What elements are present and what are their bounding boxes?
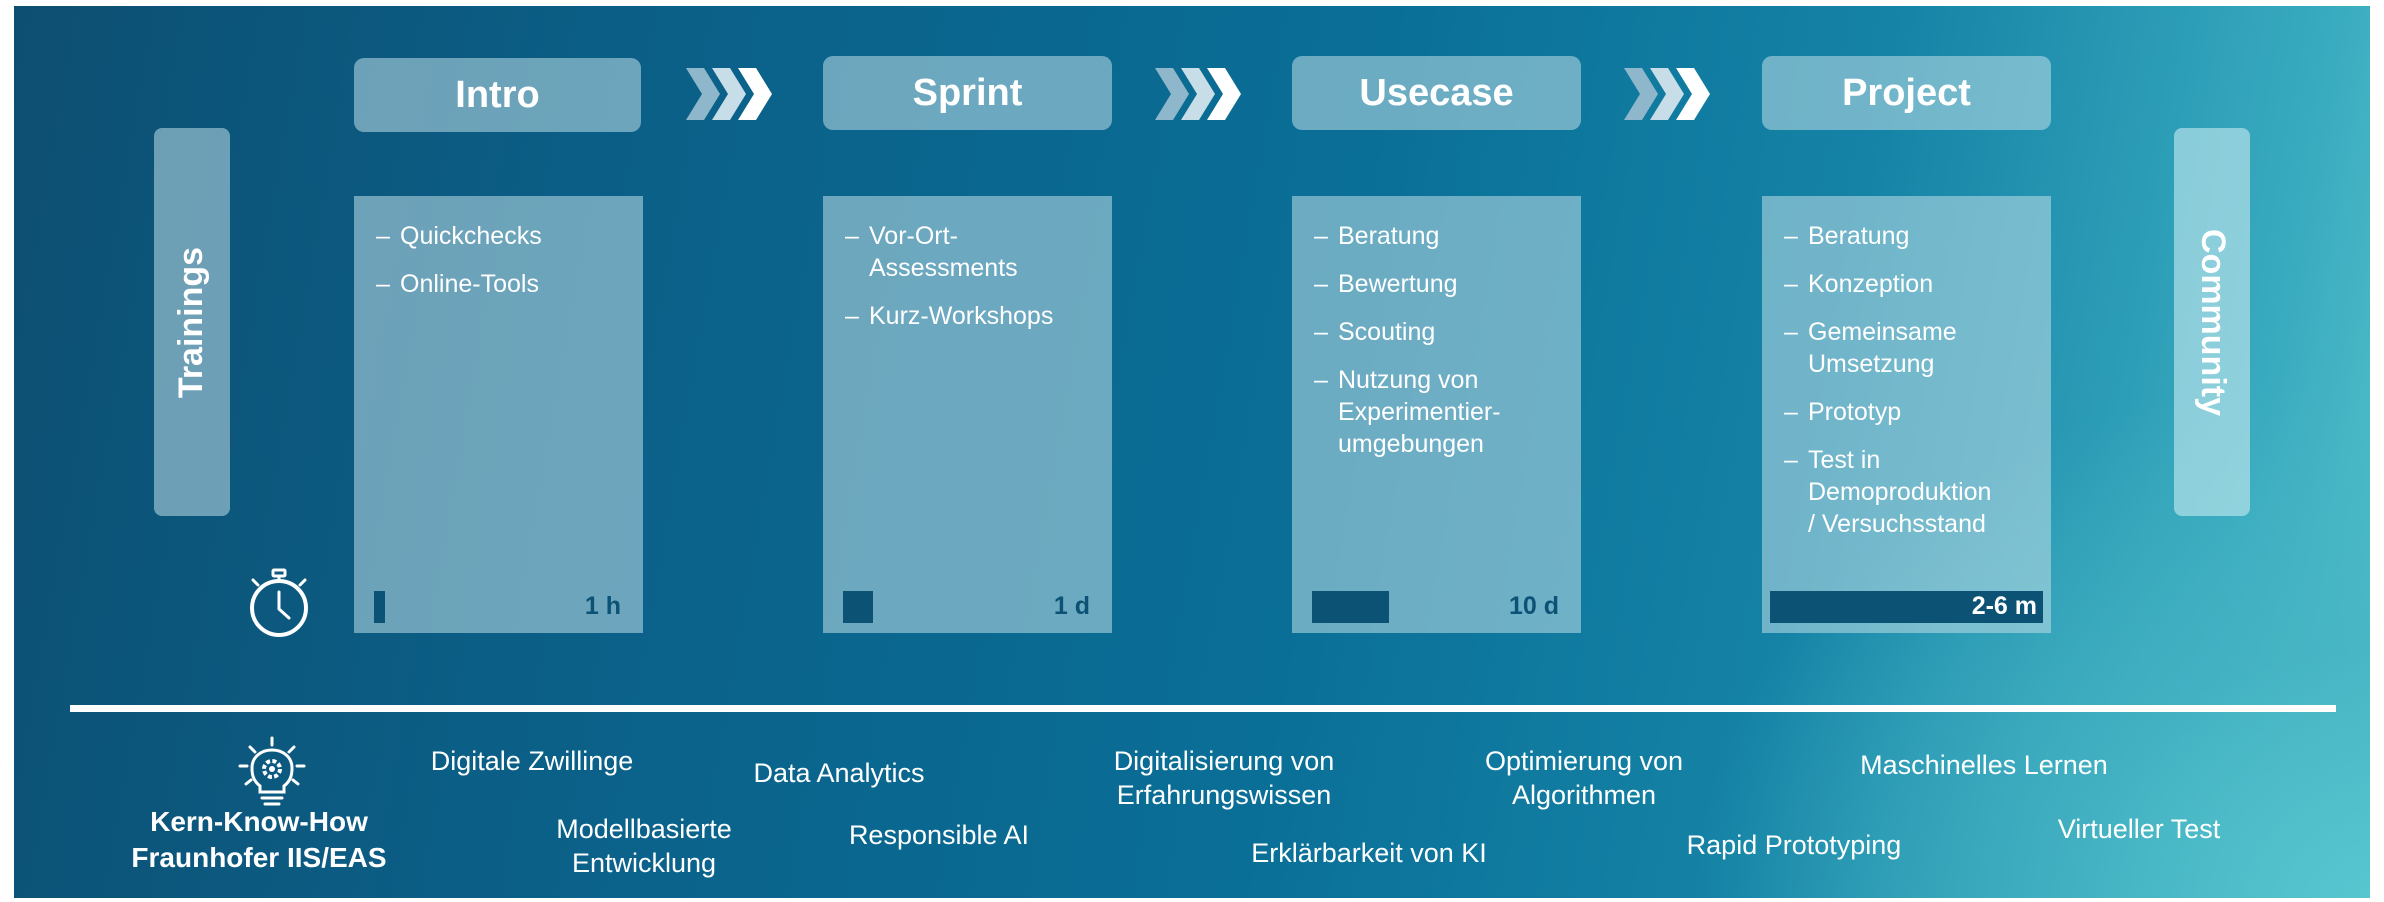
stage-panel-project: –Beratung –Konzeption –Gemeinsame Umsetz… <box>1762 196 2051 633</box>
stage-title: Sprint <box>912 71 1023 114</box>
list-item: –Beratung <box>1784 222 1910 250</box>
list-item: –Online-Tools <box>376 270 539 298</box>
stage-title: Intro <box>455 73 540 116</box>
list-item: –Kurz-Workshops <box>845 302 1054 330</box>
triple-chevron-icon <box>1155 68 1241 120</box>
list-item: –Nutzung von Experimentier- umgebungen <box>1314 366 1501 458</box>
list-item: –Vor-Ort- Assessments <box>845 222 1018 282</box>
stage-title: Usecase <box>1359 71 1514 114</box>
community-label: Community <box>2193 228 2232 416</box>
list-item: –Konzeption <box>1784 270 1934 298</box>
list-item: –Prototyp <box>1784 398 1902 426</box>
duration-bar <box>1312 591 1389 623</box>
topic-rapid-prototyping: Rapid Prototyping <box>1686 830 1902 860</box>
duration-label: 1 d <box>1053 592 1090 620</box>
stage-panel-sprint: –Vor-Ort- Assessments –Kurz-Workshops 1 … <box>823 196 1112 633</box>
list-item: –Test in Demoproduktion / Versuchsstand <box>1784 446 1992 538</box>
trainings-label: Trainings <box>172 246 211 398</box>
list-item: –Bewertung <box>1314 270 1458 298</box>
kern-line2: Fraunhofer IIS/EAS <box>131 842 387 873</box>
list-item: –Gemeinsame Umsetzung <box>1784 318 1957 378</box>
stage-title: Project <box>1842 71 1971 114</box>
topic-virtueller-test: Virtueller Test <box>2057 814 2221 844</box>
sidebar-trainings: Trainings <box>154 128 230 516</box>
duration-label: 2-6 m <box>1971 592 2037 620</box>
stage-item-list: –Beratung –Konzeption –Gemeinsame Umsetz… <box>1762 196 2051 540</box>
lightbulb-gear-icon <box>238 736 306 806</box>
sidebar-community: Community <box>2174 128 2250 516</box>
stage-item-list: –Quickchecks –Online-Tools <box>354 196 643 300</box>
stage-header-project: Project <box>1762 56 2051 130</box>
duration-label: 10 d <box>1508 592 1559 620</box>
duration-bar <box>843 591 873 623</box>
topic-optimierung: Optimierung von Algorithmen <box>1484 746 1684 810</box>
divider-line <box>70 705 2336 712</box>
topic-digitale-zwillinge: Digitale Zwillinge <box>430 746 634 776</box>
list-item: –Beratung <box>1314 222 1440 250</box>
topic-modellbasierte-entwicklung: Modellbasierte Entwicklung <box>556 814 732 878</box>
stage-item-list: –Vor-Ort- Assessments –Kurz-Workshops <box>823 196 1112 332</box>
topic-erklaerbarkeit: Erklärbarkeit von KI <box>1251 838 1487 868</box>
duration-bar <box>374 591 385 623</box>
kern-line1: Kern-Know-How <box>150 806 368 837</box>
stopwatch-icon <box>250 568 308 637</box>
diagram-canvas: Trainings Community Intro Sprint Usecase… <box>14 6 2370 898</box>
kern-know-how-label: Kern-Know-How Fraunhofer IIS/EAS <box>114 804 404 876</box>
duration-bar <box>1770 591 2043 623</box>
stage-panel-intro: –Quickchecks –Online-Tools 1 h <box>354 196 643 633</box>
triple-chevron-icon <box>686 68 772 120</box>
duration-label: 1 h <box>584 592 621 620</box>
topic-responsible-ai: Responsible AI <box>848 820 1030 850</box>
stage-header-usecase: Usecase <box>1292 56 1581 130</box>
stage-header-sprint: Sprint <box>823 56 1112 130</box>
list-item: –Quickchecks <box>376 222 542 250</box>
stage-panel-usecase: –Beratung –Bewertung –Scouting –Nutzung … <box>1292 196 1581 633</box>
stage-item-list: –Beratung –Bewertung –Scouting –Nutzung … <box>1292 196 1581 460</box>
triple-chevron-icon <box>1624 68 1710 120</box>
stage-header-intro: Intro <box>354 58 641 132</box>
list-item: –Scouting <box>1314 318 1436 346</box>
topic-data-analytics: Data Analytics <box>753 758 925 788</box>
topic-maschinelles-lernen: Maschinelles Lernen <box>1860 750 2108 780</box>
topic-digitalisierung: Digitalisierung von Erfahrungswissen <box>1113 746 1335 810</box>
